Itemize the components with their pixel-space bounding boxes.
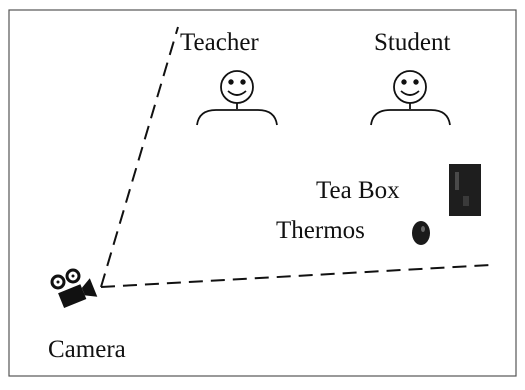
student-label: Student xyxy=(374,29,451,56)
tea-box-label: Tea Box xyxy=(316,177,400,204)
movie-camera-icon xyxy=(50,268,98,309)
tea-box-icon xyxy=(449,164,481,216)
teacher-icon xyxy=(196,70,278,126)
teacher-label: Teacher xyxy=(180,29,259,56)
camera-view-line-bottom xyxy=(100,264,491,288)
camera-view-line-left xyxy=(100,26,179,288)
thermos-icon xyxy=(412,221,430,245)
diagram-frame xyxy=(8,9,517,377)
student-icon xyxy=(370,70,451,126)
thermos-label: Thermos xyxy=(276,217,365,244)
camera-label: Camera xyxy=(48,336,126,363)
